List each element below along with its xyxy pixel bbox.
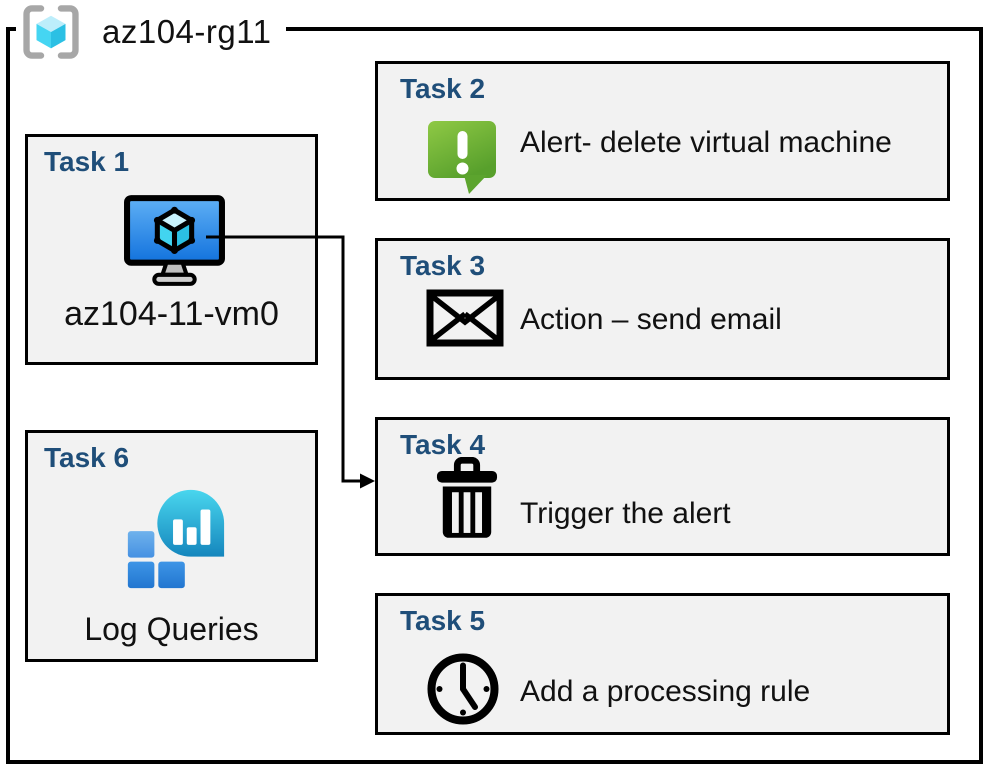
task-5-label: Add a processing rule [520, 675, 811, 708]
task-2-header: Task 2 [400, 73, 486, 104]
task-2-box: Task 2 Alert- delete virtual machine [375, 61, 950, 201]
log-analytics-icon [120, 483, 230, 600]
frame-title-gap [16, 23, 286, 36]
alert-message-icon [426, 118, 499, 201]
task-3-label: Action – send email [520, 303, 782, 336]
task-3-box: Task 3 Action – send email [375, 238, 950, 380]
resource-group-frame [6, 27, 983, 764]
task-4-header: Task 4 [400, 429, 486, 460]
task-3-header: Task 3 [400, 250, 486, 281]
virtual-machine-icon [122, 194, 227, 293]
task-4-box: Task 4 Trigger the alert [375, 417, 950, 556]
task-1-header: Task 1 [44, 146, 130, 177]
resource-group-icon [23, 5, 79, 59]
task-6-label: Log Queries [84, 611, 259, 647]
task-1-box: Task 1 az104-11-vm0 [25, 134, 318, 365]
trash-icon [436, 456, 498, 548]
clock-icon [424, 650, 502, 733]
task-2-label: Alert- delete virtual machine [520, 126, 892, 159]
task-5-box: Task 5 Add a processing rule [375, 593, 950, 735]
task-4-label: Trigger the alert [520, 497, 731, 530]
task-6-box: Task 6 [25, 430, 318, 662]
task-1-label: az104-11-vm0 [64, 295, 279, 333]
task-5-header: Task 5 [400, 605, 486, 636]
task-6-header: Task 6 [44, 442, 130, 473]
resource-group-title: az104-rg11 [102, 13, 272, 50]
email-envelope-icon [426, 288, 504, 353]
